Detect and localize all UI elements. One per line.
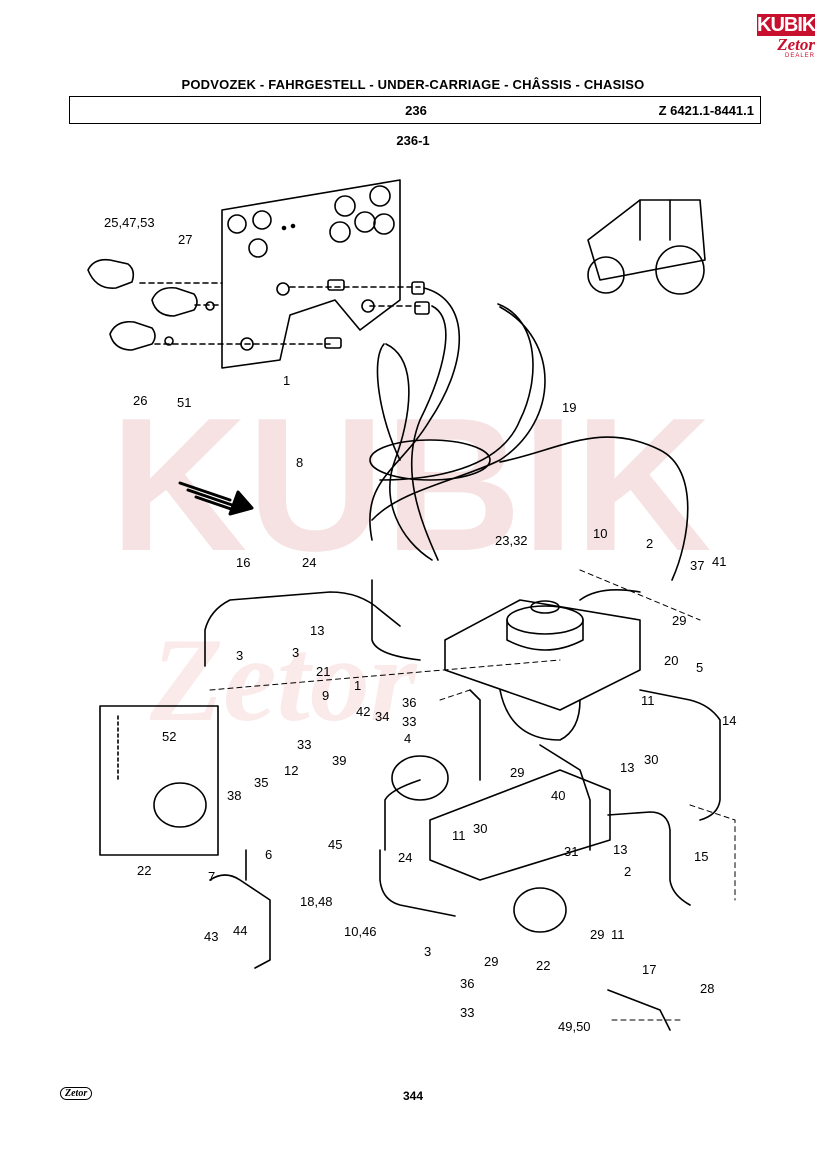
callout-9: 9	[322, 688, 329, 703]
callout-42: 42	[356, 704, 370, 719]
callout-10-46: 10,46	[344, 924, 377, 939]
callout-14: 14	[722, 713, 736, 728]
callout-40: 40	[551, 788, 565, 803]
callout-19: 19	[562, 400, 576, 415]
callout-27: 27	[178, 232, 192, 247]
callout-38: 38	[227, 788, 241, 803]
callout-34: 34	[375, 709, 389, 724]
callout-2b: 2	[624, 864, 631, 879]
kubik-watermark: KUBIK Zetor	[110, 379, 712, 746]
callout-45: 45	[328, 837, 342, 852]
callout-2a: 2	[646, 536, 653, 551]
callout-24a: 24	[302, 555, 316, 570]
callout-13a: 13	[310, 623, 324, 638]
callout-3a: 3	[236, 648, 243, 663]
callout-43: 43	[204, 929, 218, 944]
callout-28: 28	[700, 981, 714, 996]
direction-arrow-icon	[178, 481, 254, 516]
callout-21: 21	[316, 664, 330, 679]
callout-7: 7	[208, 869, 215, 884]
zetor-footer-logo: Zetor	[60, 1087, 93, 1100]
callout-17: 17	[642, 962, 656, 977]
callout-4: 4	[404, 731, 411, 746]
callout-41: 41	[712, 554, 726, 569]
callout-39: 39	[332, 753, 346, 768]
watermark-text: KUBIK	[110, 379, 712, 591]
bolt-49	[607, 989, 671, 1031]
callout-1a: 1	[283, 373, 290, 388]
callout-37: 37	[690, 558, 704, 573]
callout-11c: 11	[611, 927, 625, 942]
callout-35: 35	[254, 775, 268, 790]
header-frame: 236 Z 6421.1-8441.1	[69, 96, 761, 124]
subgroup-number: 236-1	[396, 133, 430, 148]
logo-zetor-text: Zetor	[777, 35, 815, 54]
callout-15: 15	[694, 849, 708, 864]
callout-25-47-53: 25,47,53	[104, 215, 155, 230]
callout-20: 20	[664, 653, 678, 668]
callout-3c: 3	[424, 944, 431, 959]
tie-ring-8	[369, 439, 491, 481]
model-range: Z 6421.1-8441.1	[658, 103, 754, 118]
brake-hoses-19	[369, 287, 689, 581]
callout-33a: 33	[402, 714, 416, 729]
callout-13b: 13	[620, 760, 634, 775]
callout-36b: 36	[460, 976, 474, 991]
callout-29d: 29	[484, 954, 498, 969]
callout-11a: 11	[641, 693, 655, 708]
callout-36a: 36	[402, 695, 416, 710]
callout-5: 5	[696, 660, 703, 675]
valve-22-units	[99, 705, 567, 933]
callout-12: 12	[284, 763, 298, 778]
coupling-panel-plate	[221, 179, 401, 369]
callout-26: 26	[133, 393, 147, 408]
callout-33b: 33	[297, 737, 311, 752]
callout-49-50: 49,50	[558, 1019, 591, 1034]
panel-adapters	[289, 279, 430, 349]
callout-30b: 30	[473, 821, 487, 836]
callout-8: 8	[296, 455, 303, 470]
brake-pipes	[204, 579, 721, 969]
callout-3b: 3	[292, 645, 299, 660]
watermark-zetor-text: Zetor	[149, 613, 418, 746]
trailer-coupling-heads	[87, 258, 331, 351]
callout-6: 6	[265, 847, 272, 862]
callout-22a: 22	[137, 863, 151, 878]
callout-24b: 24	[398, 850, 412, 865]
callout-22b: 22	[536, 958, 550, 973]
callout-44: 44	[233, 923, 247, 938]
callout-13c: 13	[613, 842, 627, 857]
kubik-zetor-logo: KUBIK Zetor DEALER	[757, 14, 816, 64]
callout-11b: 11	[452, 828, 466, 843]
group-number: 236	[405, 103, 427, 118]
brake-valve-23	[444, 599, 641, 741]
callout-52: 52	[162, 729, 176, 744]
logo-kubik-text: KUBIK	[757, 14, 816, 36]
callout-29c: 29	[590, 927, 604, 942]
callout-30a: 30	[644, 752, 658, 767]
callout-31: 31	[564, 844, 578, 859]
callout-18-48: 18,48	[300, 894, 333, 909]
callout-29b: 29	[510, 765, 524, 780]
callout-1b: 1	[354, 678, 361, 693]
logo-dealer-text: DEALER	[785, 53, 816, 59]
callout-33c: 33	[460, 1005, 474, 1020]
assembly-dashed-lines	[209, 569, 736, 1021]
page-title: PODVOZEK - FAHRGESTELL - UNDER-CARRIAGE …	[181, 77, 645, 92]
page-number: 344	[402, 1089, 424, 1103]
callout-29a: 29	[672, 613, 686, 628]
callout-51: 51	[177, 395, 191, 410]
callout-23-32: 23,32	[495, 533, 528, 548]
callout-10a: 10	[593, 526, 607, 541]
callout-16: 16	[236, 555, 250, 570]
tractor-illustration	[587, 199, 706, 295]
mounting-bracket-40	[429, 689, 611, 881]
